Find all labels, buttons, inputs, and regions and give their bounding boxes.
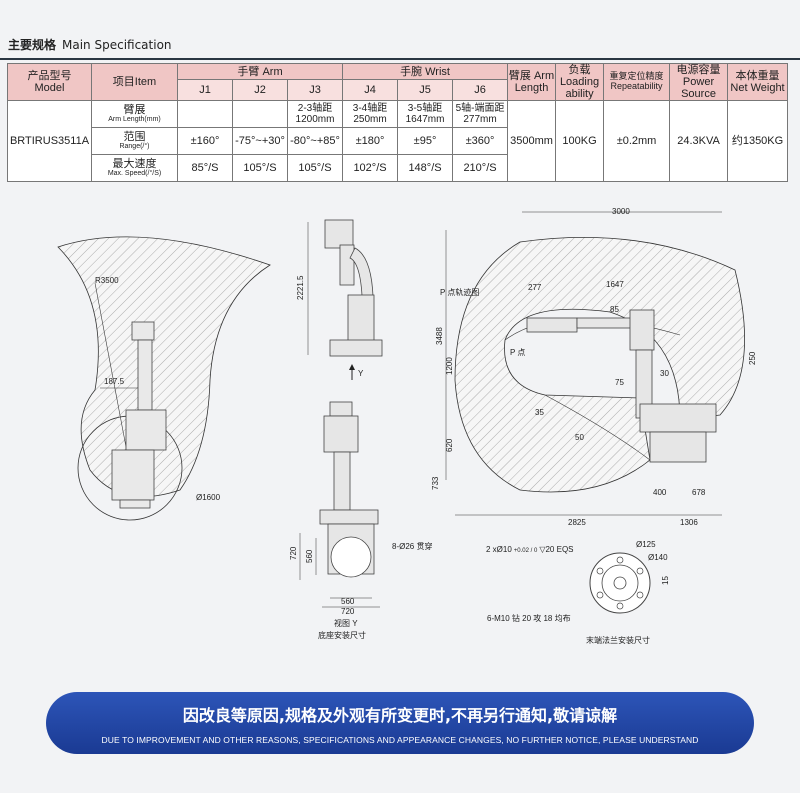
label-p-point: P 点 bbox=[510, 348, 525, 357]
loading-cell: 100KG bbox=[555, 100, 605, 183]
label-view-y: 视图 Y bbox=[334, 618, 358, 628]
section-title-en: Main Specification bbox=[62, 38, 172, 52]
technical-drawing: R3500 187.5 Ø1600 2221.5 Y 720 560 8-Ø26… bbox=[57, 207, 757, 645]
power-cell: 24.3KVA bbox=[669, 100, 729, 183]
label-flange-caption: 末端法兰安装尺寸 bbox=[586, 635, 650, 645]
header-j2: J2 bbox=[232, 79, 288, 102]
header-repeatability: 重复定位精度 Repeatability bbox=[603, 62, 671, 102]
label-w2825: 2825 bbox=[568, 518, 586, 527]
arm-length-cell: 3500mm bbox=[507, 100, 557, 183]
header-j4: J4 bbox=[342, 79, 399, 102]
value-cell: 5轴-端面距 277mm bbox=[452, 100, 509, 129]
value-cell: -80°~+85° bbox=[286, 127, 344, 156]
label-d15: 15 bbox=[661, 576, 670, 585]
header-j3: J3 bbox=[286, 79, 344, 102]
reach-envelope-left bbox=[57, 236, 271, 498]
base-bore-circle bbox=[330, 536, 372, 578]
value-cell bbox=[177, 100, 233, 129]
flange-outer bbox=[589, 552, 651, 614]
label-w560: 560 bbox=[341, 597, 355, 606]
label-r3500: R3500 bbox=[95, 276, 119, 285]
label-w3000: 3000 bbox=[612, 207, 630, 216]
label-h720: 720 bbox=[289, 546, 298, 560]
section-title: 主要规格 Main Specification bbox=[8, 36, 172, 53]
label-277: 277 bbox=[528, 283, 542, 292]
label-w1306: 1306 bbox=[680, 518, 698, 527]
value-cell: ±360° bbox=[452, 127, 509, 156]
value-cell: 3-5轴距 1647mm bbox=[397, 100, 454, 129]
header-loading: 负载 Loading ability bbox=[555, 62, 605, 102]
label-h733: 733 bbox=[431, 476, 440, 490]
value-cell: 105°/S bbox=[286, 154, 344, 183]
label-h3488: 3488 bbox=[435, 327, 444, 345]
header-j1: J1 bbox=[177, 79, 233, 102]
section-divider bbox=[0, 58, 800, 60]
value-cell: ±95° bbox=[397, 127, 454, 156]
label-187-5: 187.5 bbox=[104, 377, 125, 386]
label-d1600: Ø1600 bbox=[196, 493, 221, 502]
model-cell: BRTIRUS3511A bbox=[7, 100, 92, 183]
value-cell: ±180° bbox=[342, 127, 399, 156]
label-m10: 6-M10 钻 20 攻 18 均布 bbox=[487, 613, 571, 623]
notice-cn: 因改良等原因,规格及外观有所变更时,不再另行通知,敬请谅解 bbox=[182, 706, 618, 725]
label-2221-5: 2221.5 bbox=[296, 275, 305, 300]
flange-inner bbox=[601, 564, 639, 602]
label-base-caption: 底座安装尺寸 bbox=[318, 630, 366, 640]
label-w678: 678 bbox=[692, 488, 706, 497]
section-title-cn: 主要规格 bbox=[8, 38, 57, 52]
label-50: 50 bbox=[575, 433, 584, 442]
header-arm-length: 臂展 Arm Length bbox=[507, 62, 557, 102]
value-cell: 148°/S bbox=[397, 154, 454, 183]
value-cell: -75°~+30° bbox=[232, 127, 288, 156]
value-cell: 210°/S bbox=[452, 154, 509, 183]
value-cell: 102°/S bbox=[342, 154, 399, 183]
robot-top-right bbox=[526, 309, 717, 463]
label-1647: 1647 bbox=[606, 280, 624, 289]
label-y-arrow: Y bbox=[358, 369, 364, 378]
header-power: 电源容量 Power Source bbox=[669, 62, 729, 102]
label-85: 85 bbox=[610, 305, 619, 314]
notice-banner: 因改良等原因,规格及外观有所变更时,不再另行通知,敬请谅解 DUE TO IMP… bbox=[46, 692, 754, 754]
label-h620: 620 bbox=[445, 438, 454, 452]
header-j6: J6 bbox=[452, 79, 509, 102]
value-cell bbox=[232, 100, 288, 129]
label-w720: 720 bbox=[341, 607, 355, 616]
label-35: 35 bbox=[535, 408, 544, 417]
label-w400: 400 bbox=[653, 488, 667, 497]
label-h1200: 1200 bbox=[445, 357, 454, 375]
label-d125: Ø125 bbox=[636, 540, 656, 549]
value-cell: 3-4轴距 250mm bbox=[342, 100, 399, 129]
label-h250: 250 bbox=[748, 351, 757, 365]
header-weight: 本体重量 Net Weight bbox=[727, 62, 789, 102]
repeatability-cell: ±0.2mm bbox=[603, 100, 671, 183]
label-75: 75 bbox=[615, 378, 624, 387]
robot-side-left bbox=[111, 321, 167, 509]
header-wrist: 手腕 Wrist bbox=[342, 62, 509, 81]
header-arm: 手臂 Arm bbox=[176, 62, 344, 81]
value-cell: 2-3轴距 1200mm bbox=[286, 100, 344, 129]
label-flange-pin: 2 xØ10+0.02 / 0▽20 EQS bbox=[486, 545, 574, 554]
header-j5: J5 bbox=[397, 79, 454, 102]
label-p-track: P 点轨迹图 bbox=[440, 287, 479, 297]
value-cell: 105°/S bbox=[232, 154, 288, 183]
label-bolt-holes: 8-Ø26 贯穿 bbox=[392, 541, 432, 551]
label-30: 30 bbox=[660, 369, 669, 378]
label-d140: Ø140 bbox=[648, 553, 668, 562]
weight-cell: 约1350KG bbox=[727, 100, 789, 183]
header-item: 项目Item bbox=[91, 62, 178, 102]
label-h560: 560 bbox=[305, 549, 314, 563]
value-cell: ±160° bbox=[177, 127, 233, 156]
robot-side-middle bbox=[324, 219, 383, 357]
notice-en: DUE TO IMPROVEMENT AND OTHER REASONS, SP… bbox=[101, 735, 699, 745]
value-cell: 85°/S bbox=[177, 154, 233, 183]
reach-envelope-right bbox=[454, 236, 746, 493]
